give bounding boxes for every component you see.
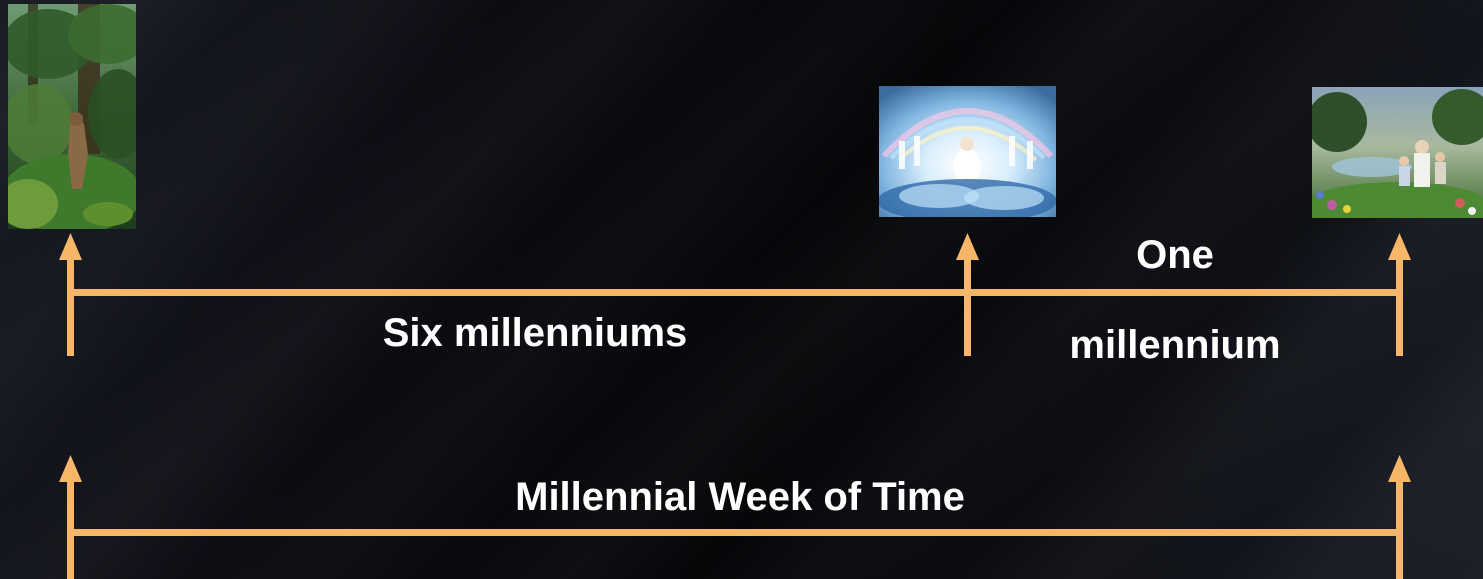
bottom-timeline-bar (70, 529, 1403, 536)
six-millenniums-label: Six millenniums (300, 313, 770, 353)
millennial-week-label: Millennial Week of Time (400, 477, 1080, 517)
arrow-end-bottom (1388, 455, 1411, 579)
one-millennium-label-line2: millennium (1020, 325, 1330, 365)
arrow-start-bottom (59, 455, 82, 579)
top-timeline-bar (70, 289, 1403, 296)
one-millennium-label-line1: One (1080, 235, 1270, 275)
